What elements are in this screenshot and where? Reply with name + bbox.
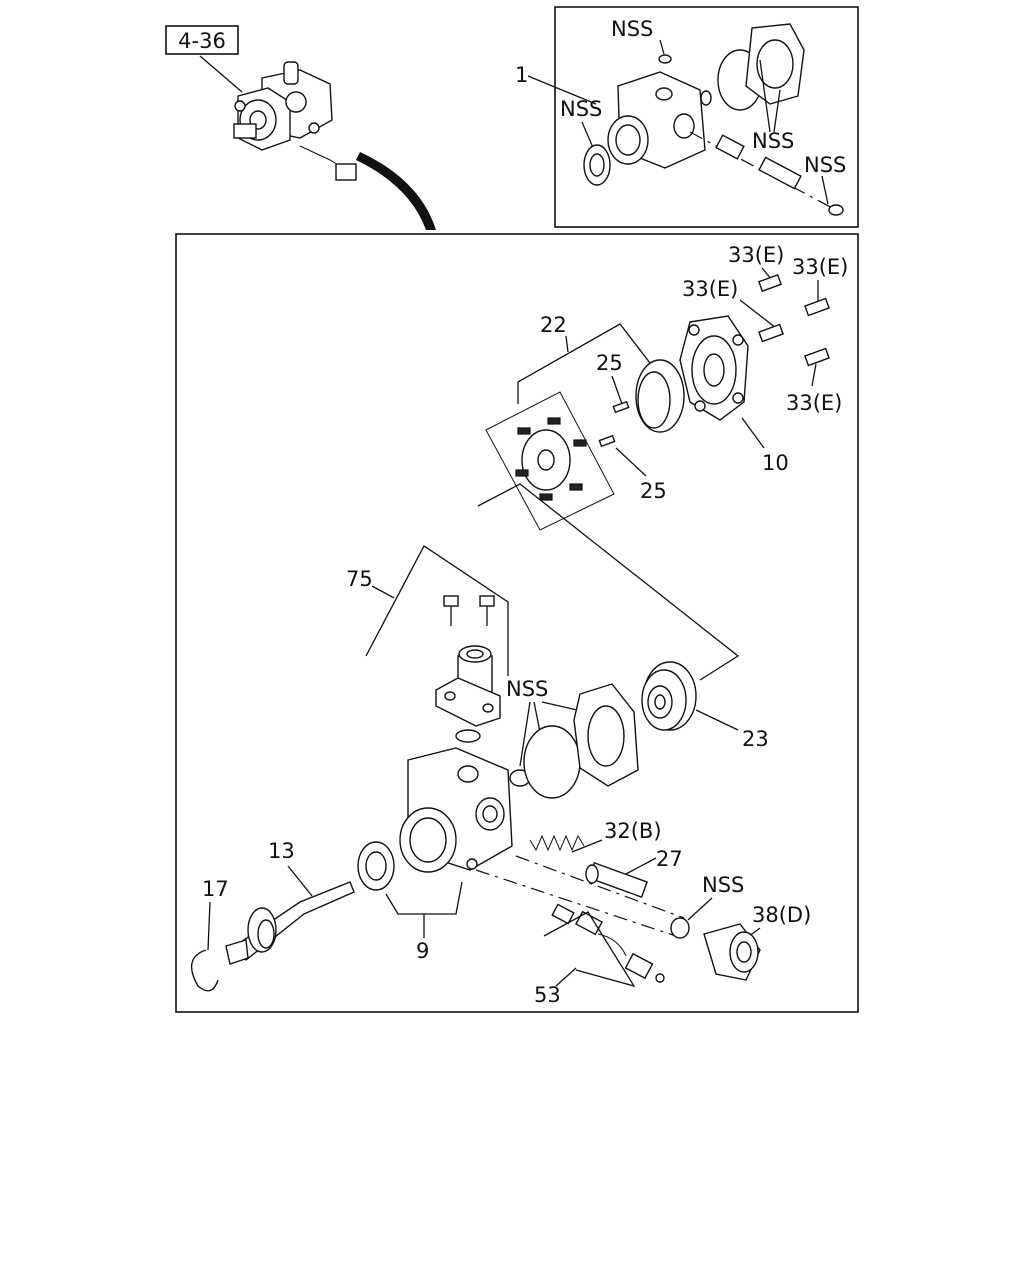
sensor-53: 53 [534,903,665,1007]
inset-frame [554,6,859,228]
flow-arrow [356,152,436,230]
pump-body-9: 9 [357,747,513,963]
leader-75 [371,585,395,599]
inset-pump-illustration [581,23,844,216]
callout-33e: 33(E) [786,391,842,415]
reference-box[interactable]: 4-36 [165,25,239,55]
inset-nss-label: NSS [560,97,602,121]
inset-item-label: 1 [515,63,528,87]
main-frame [175,233,859,1013]
gasket [573,683,639,787]
inset-nss-label: NSS [804,153,846,177]
callout-17: 17 [202,877,229,901]
callout-nss-oring: NSS [702,873,744,897]
pin-25: 25 [596,351,630,414]
cam-ring [635,359,685,433]
bolt-33e: 33(E) [786,347,842,415]
bracket-22 [517,323,661,404]
callout-32b: 32(B) [604,819,662,843]
centerline [515,855,685,919]
callout-13: 13 [268,839,295,863]
leader-nss [533,701,541,733]
leader-nss-oring [687,897,713,921]
shaft-13: 13 [225,839,355,965]
callout-33e: 33(E) [728,243,784,267]
inset-nss-label: NSS [752,129,794,153]
callout-38d: 38(D) [752,903,811,927]
inset-nss-label: NSS [611,17,653,41]
bolt-33e: 33(E) [682,277,784,343]
o-ring-large [523,725,581,799]
callout-53: 53 [534,983,561,1007]
inset-item-leader [527,75,597,105]
cover-plate-10: 10 [679,315,789,475]
leader-22 [565,335,569,353]
callout-33e: 33(E) [682,277,738,301]
cover-23: 23 [641,661,769,751]
bracket-75 [365,545,509,676]
reference-box-label: 4-36 [178,29,226,53]
union-75 [435,595,501,743]
callout-25: 25 [596,351,623,375]
fitting-38d: 38(D) [703,903,811,981]
bolt-33e: 33(E) [792,255,848,317]
callout-22: 22 [540,313,567,337]
callout-27: 27 [656,847,683,871]
pin-25: 25 [598,434,667,503]
callout-23: 23 [742,727,769,751]
callout-10: 10 [762,451,789,475]
callout-75: 75 [346,567,373,591]
rotor-vanes [485,391,615,531]
valve-27: 27 [585,847,683,898]
snap-ring-17: 17 [190,877,229,992]
spring-32b: 32(B) [529,819,662,853]
o-ring-small [670,917,690,939]
callout-nss-gasket: NSS [506,677,548,701]
centerline [475,869,677,937]
callout-25: 25 [640,479,667,503]
assembled-pump-illustration [233,61,357,181]
bolt-33e: 33(E) [728,243,784,293]
callout-33e: 33(E) [792,255,848,279]
leader-nss [519,701,531,767]
leader-22-23 [477,483,740,681]
callout-9: 9 [416,939,429,963]
reference-leader [199,55,243,93]
